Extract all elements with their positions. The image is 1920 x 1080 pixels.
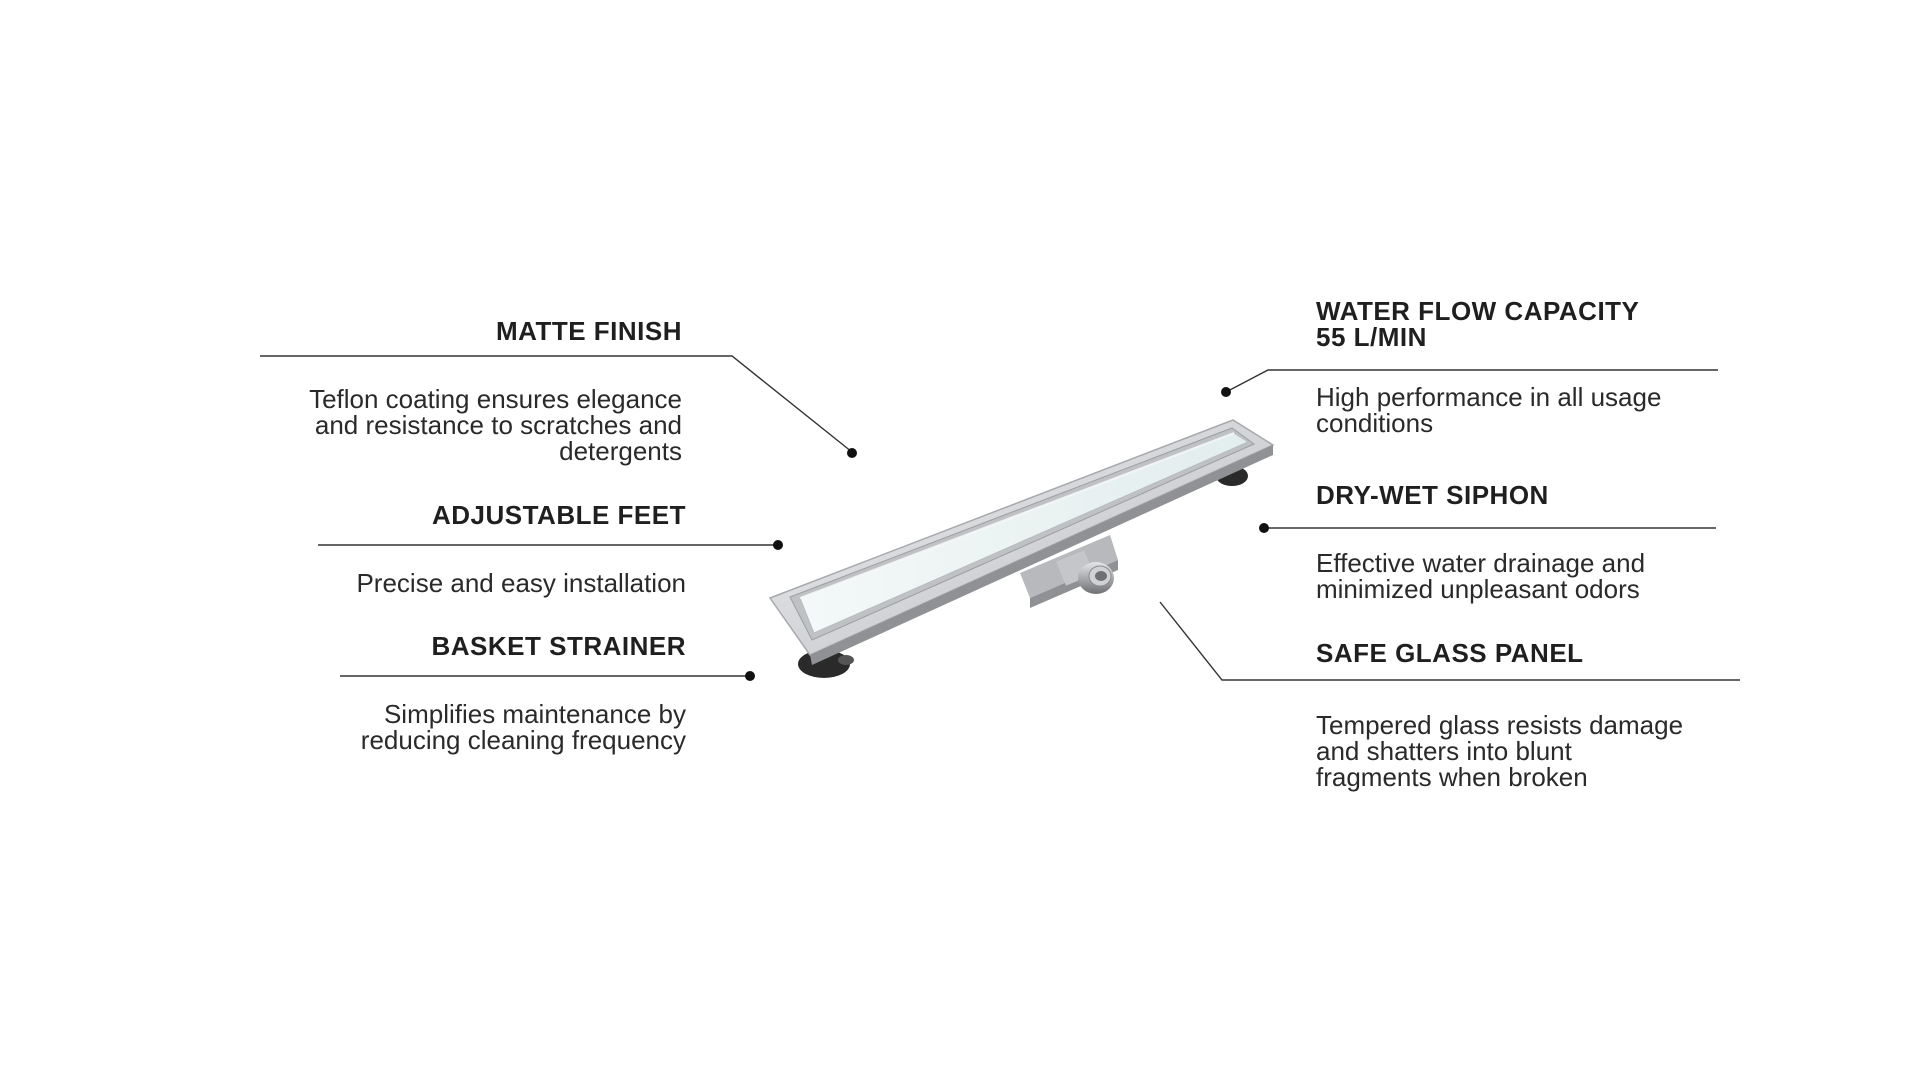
feature-title: SAFE GLASS PANEL [1316,638,1584,668]
adjustable-feet-graphic [798,466,1248,678]
feature-water-flow-capacity: WATER FLOW CAPACITY 55 L/MIN High perfor… [1316,298,1746,436]
feature-description: Teflon coating ensures elegance and resi… [309,384,682,466]
feature-basket-strainer: BASKET STRAINER Simplifies maintenance b… [258,633,686,753]
feature-safe-glass-panel: SAFE GLASS PANEL Tempered glass resists … [1316,640,1756,790]
siphon-graphic [1020,535,1118,608]
feature-description: Effective water drainage and minimized u… [1316,548,1646,604]
matte-finish-dot [847,448,857,458]
feature-title: DRY-WET SIPHON [1316,480,1549,510]
feature-description: High performance in all usage conditions [1316,382,1662,438]
water-flow-dot [1221,387,1231,397]
basket-strainer-dot [745,671,755,681]
feature-title: ADJUSTABLE FEET [431,500,686,530]
feature-adjustable-feet: ADJUSTABLE FEET Precise and easy install… [258,502,686,596]
feature-title: MATTE FINISH [495,316,682,346]
feature-title: BASKET STRAINER [431,631,686,661]
feature-matte-finish: MATTE FINISH Teflon coating ensures eleg… [258,318,682,464]
adjustable-feet-dot [773,540,783,550]
dry-wet-siphon-dot [1259,523,1269,533]
feature-description: Precise and easy installation [356,568,686,598]
feature-description: Tempered glass resists damage and shatte… [1316,710,1684,792]
drain-channel-graphic [768,419,1275,665]
feature-description: Simplifies maintenance by reducing clean… [360,699,686,755]
feature-dry-wet-siphon: DRY-WET SIPHON Effective water drainage … [1316,482,1746,602]
feature-title: WATER FLOW CAPACITY 55 L/MIN [1316,296,1640,352]
callout-dots [745,387,1269,681]
